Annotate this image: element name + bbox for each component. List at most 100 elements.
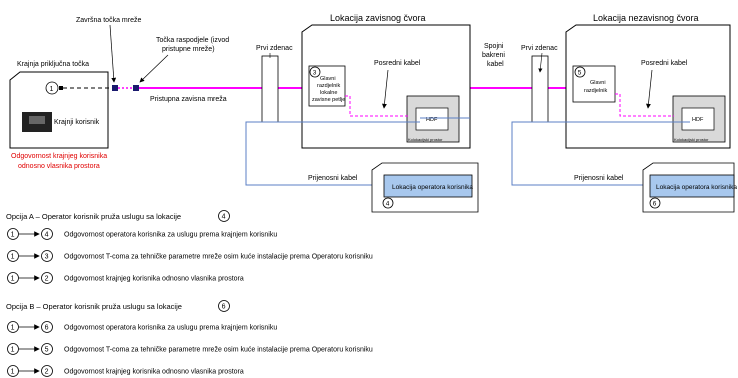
posredni-kabel-1-arrow <box>382 69 389 109</box>
end-user-house <box>9 71 109 149</box>
legend-row: 1 5 Odgovornost T-coma za tehničke paramet… <box>7 343 373 355</box>
prvi-zdenac-2-box <box>531 55 549 123</box>
legend-to-circle <box>41 250 53 262</box>
kolokacijski-2-label: Kolokacijski prostor <box>674 137 709 142</box>
intermediate-cable-2 <box>615 93 674 117</box>
posredni-kabel-2-arrow <box>646 69 653 109</box>
legend-row: 1 2 Odgovornost krajnjeg korisnika odnosno… <box>7 272 244 284</box>
legend-text: Odgovornost T-coma za tehničke parametre… <box>64 347 373 354</box>
operator-location-1-box <box>383 174 473 198</box>
lokacija-zavisnog-title: Lokacija zavisnog čvora <box>330 13 426 23</box>
glavni-1-line4: zavisne petlje <box>312 97 345 103</box>
krajnji-korisnik-label: Krajnji korisnik <box>54 119 100 126</box>
lok-op-1-label: Lokacija operatora korisnika <box>392 184 473 191</box>
prijenosni-kabel-2-line <box>511 121 690 186</box>
option-b-title: Opcija B – Operator korisnik pruža uslug… <box>6 302 182 311</box>
intermediate-cable-1 <box>345 95 408 117</box>
legend-to-label: 2 <box>45 369 49 376</box>
pristupna-mreza-label: Pristupna zavisna mreža <box>150 96 227 103</box>
legend-text: Odgovornost krajnjeg korisnika odnosno v… <box>64 276 244 283</box>
posredni-kabel-2-label: Posredni kabel <box>641 60 688 67</box>
option-b-rows: 1 6 Odgovornost operatora korisnika za usl… <box>7 321 373 377</box>
option-a-title: Opcija A – Operator korisnik pruža uslug… <box>6 212 181 221</box>
option-a-rows: 1 4 Odgovornost operatora korisnika za usl… <box>7 228 373 284</box>
legend-from-label: 1 <box>11 232 15 239</box>
legend-text: Odgovornost operatora korisnika za uslug… <box>64 232 277 239</box>
legend-text: Odgovornost T-coma za tehničke parametre… <box>64 254 373 261</box>
lokacija-nezavisnog-title: Lokacija nezavisnog čvora <box>593 13 699 23</box>
node-4-circle <box>382 197 394 209</box>
legend-from-label: 1 <box>11 276 15 283</box>
prvi-zdenac-1-label: Prvi zdenac <box>256 45 293 52</box>
kolokacijski-1-label: Kolokacijski prostor <box>408 137 443 142</box>
zavrsna-tocka-label: Završna točka mreže <box>76 17 141 24</box>
prvi-zdenac-2-label: Prvi zdenac <box>521 45 558 52</box>
odgovornost-label-2: odnosno vlasnika prostora <box>18 163 100 170</box>
glavni-2-line2: razdjelnik <box>584 88 607 94</box>
prvi-zdenac-1-box <box>261 55 279 123</box>
legend-text: Odgovornost operatora korisnika za uslug… <box>64 325 277 332</box>
glavni-razdjelnik-2-box <box>572 65 616 103</box>
option-a-badge: 4 <box>222 214 226 221</box>
spojni-line3: kabel <box>487 61 504 68</box>
legend-to-label: 6 <box>45 325 49 332</box>
legend-to-circle <box>41 321 53 333</box>
spojni-line1: Spojni <box>484 43 504 50</box>
legend-from-circle <box>7 365 19 377</box>
hdf-1-box <box>415 107 449 131</box>
legend-to-label: 4 <box>45 232 49 239</box>
node-6-label: 6 <box>653 201 657 208</box>
node-1-connector <box>59 86 63 90</box>
legend-to-circle <box>41 272 53 284</box>
legend-to-circle <box>41 365 53 377</box>
legend-from-circle <box>7 321 19 333</box>
node-3-circle <box>309 66 321 78</box>
legend-from-label: 1 <box>11 254 15 261</box>
legend-text: Odgovornost krajnjeg korisnika odnosno v… <box>64 369 244 376</box>
legend-from-circle <box>7 228 19 240</box>
legend-row: 1 6 Odgovornost operatora korisnika za usl… <box>7 321 277 333</box>
hdf-2-label: HDF <box>692 117 704 123</box>
legend-to-label: 2 <box>45 276 49 283</box>
tocka-raspodjele-label-1: Točka raspodjele (izvod <box>156 37 229 44</box>
prijenosni-kabel-1-line <box>245 121 420 186</box>
node-3-label: 3 <box>313 70 317 77</box>
prvi-zdenac-2-arrow <box>538 52 543 73</box>
hdf-1-label: HDF <box>426 117 438 123</box>
glavni-2-line1: Glavni <box>590 80 606 86</box>
legend-from-label: 1 <box>11 347 15 354</box>
glavni-1-line1: Glavni <box>320 76 336 82</box>
glavni-razdjelnik-1-box <box>308 65 346 107</box>
spojni-line2: bakreni <box>482 52 505 59</box>
glavni-1-line2: razdjelnik <box>317 83 340 89</box>
option-b-badge: 6 <box>222 304 226 311</box>
legend-to-circle <box>41 343 53 355</box>
node-6-circle <box>649 197 661 209</box>
lok-op-2-label: Lokacija operatora korisnika <box>656 184 737 191</box>
legend-to-label: 5 <box>45 347 49 354</box>
legend-from-circle <box>7 343 19 355</box>
zavrsna-tocka-arrow <box>109 24 117 83</box>
end-user-device-screen <box>29 116 45 124</box>
legend-from-label: 1 <box>11 325 15 332</box>
node-4-label: 4 <box>386 201 390 208</box>
legend-from-circle <box>7 272 19 284</box>
prijenosni-kabel-1-label: Prijenosni kabel <box>308 175 358 182</box>
operator-location-2-box <box>649 174 735 198</box>
option-a-badge-circle <box>218 210 230 222</box>
legend-to-circle <box>41 228 53 240</box>
krajnja-prikljucna-label: Krajnja priključna točka <box>17 61 89 68</box>
prijenosni-kabel-2-label: Prijenosni kabel <box>574 175 624 182</box>
tocka-raspodjele-marker <box>133 85 139 91</box>
legend-row: 1 2 Odgovornost krajnjeg korisnika odnosno… <box>7 365 244 377</box>
legend-row: 1 3 Odgovornost T-coma za tehničke paramet… <box>7 250 373 262</box>
node-5-label: 5 <box>578 70 582 77</box>
node-1-circle <box>45 81 59 95</box>
node-5-circle <box>574 66 586 78</box>
legend-from-label: 1 <box>11 369 15 376</box>
tocka-raspodjele-arrow <box>139 54 169 83</box>
legend-to-label: 3 <box>45 254 49 261</box>
glavni-1-line3: lokalne <box>320 90 337 96</box>
